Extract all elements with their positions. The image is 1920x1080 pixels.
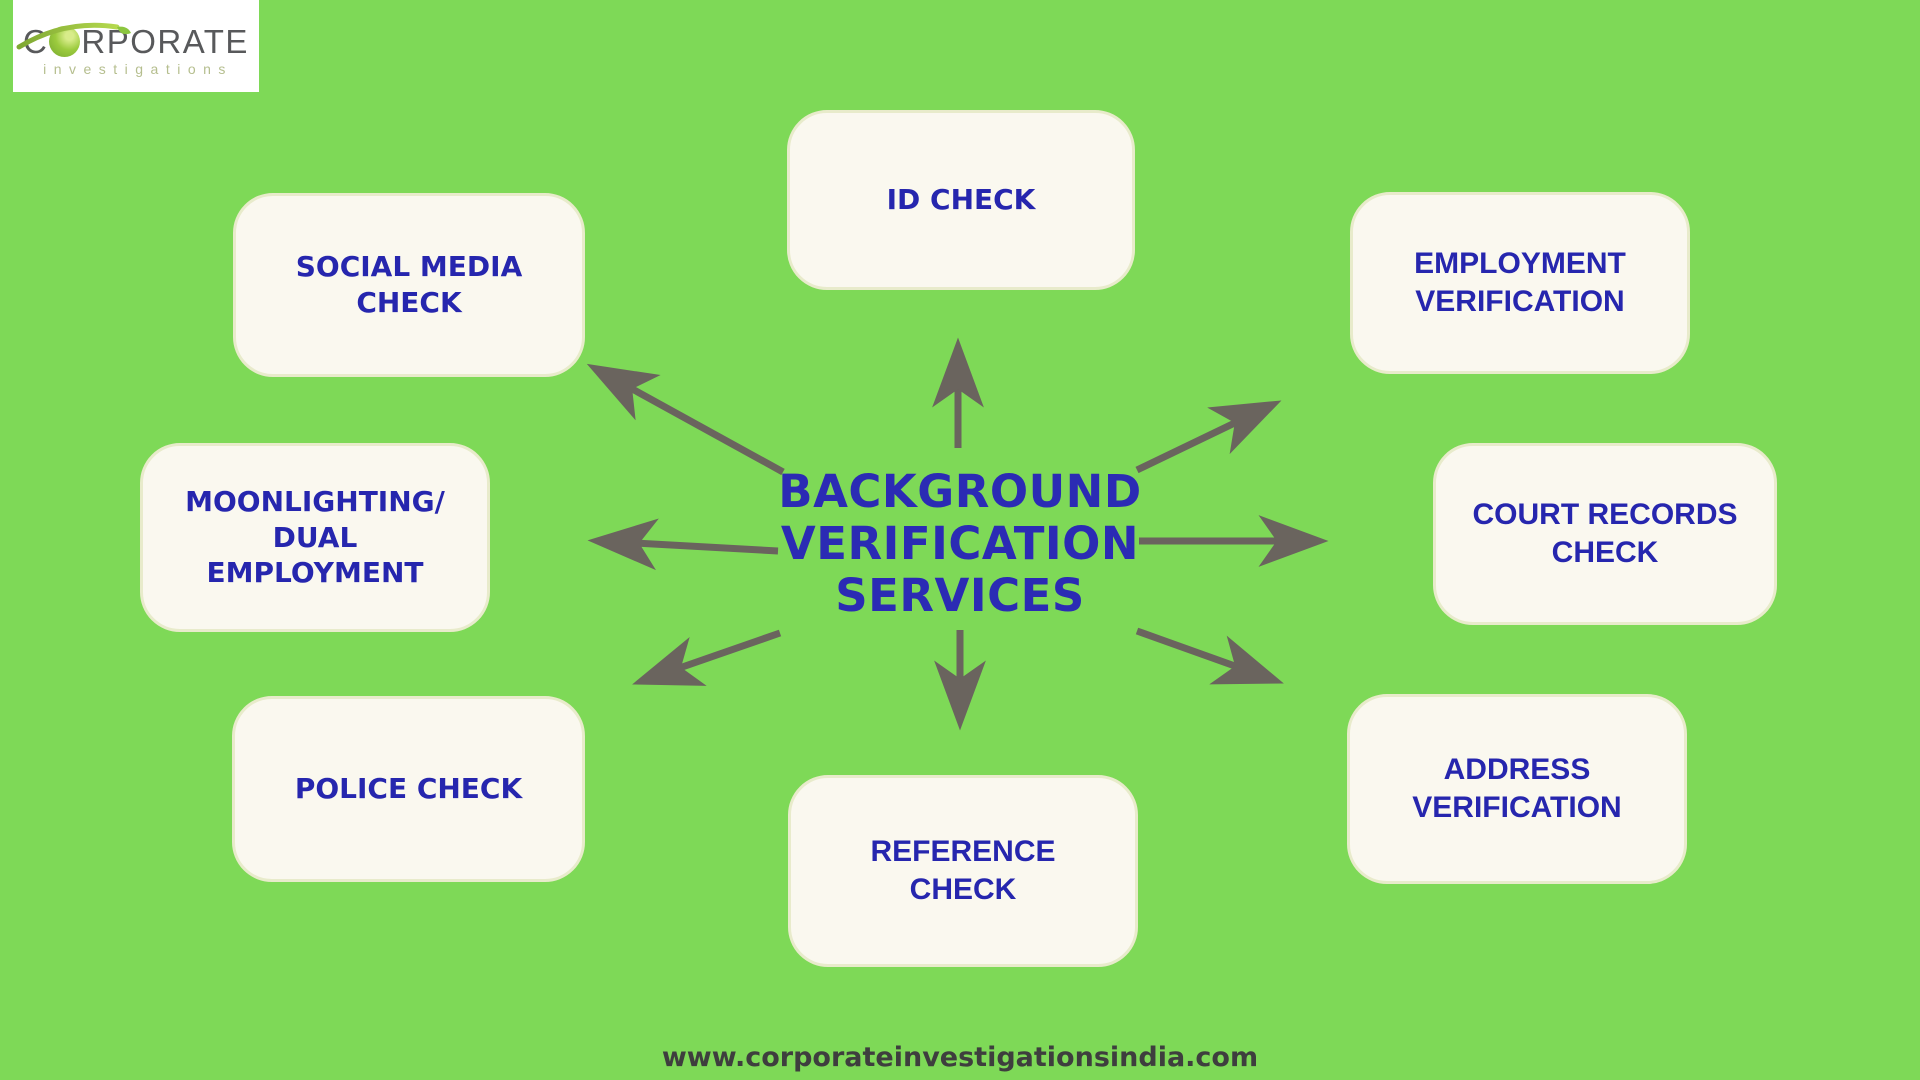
logo-eye-icon: O [49,26,81,57]
node-label: COURT RECORDS CHECK [1472,497,1738,569]
arrow-to-employment-verification [1135,400,1282,474]
corporate-investigations-logo: C O RPORATE investigations [13,0,259,92]
node-court-records-check: COURT RECORDS CHECK [1427,443,1783,634]
arrow-to-social-media-check [586,363,785,476]
logo-text-suffix: RPORATE [81,23,249,60]
node-social-media-check: SOCIAL MEDIA CHECK [227,193,591,386]
logo-text-prefix: C [23,23,49,60]
node-employment-verification: EMPLOYMENT VERIFICATION [1344,192,1696,383]
arrow-to-police-check [632,629,782,686]
node-reference-check: REFERENCE CHECK [782,775,1144,976]
arrow-to-address-verification [1135,627,1284,685]
logo-brand: C O RPORATE [16,22,249,60]
node-id-check: ID CHECK [781,110,1141,299]
node-label: MOONLIGHTING/ DUAL EMPLOYMENT [185,484,445,590]
node-label: REFERENCE CHECK [870,834,1056,906]
website-url: www.corporateinvestigationsindia.com [661,1042,1259,1073]
node-label: ADDRESS VERIFICATION [1412,752,1622,824]
node-label: POLICE CHECK [294,772,523,806]
central-title: BACKGROUND VERIFICATION SERVICES [778,465,1142,623]
logo-subtitle: investigations [43,61,233,77]
node-label: ID CHECK [886,183,1036,217]
node-label: EMPLOYMENT VERIFICATION [1414,246,1626,318]
node-label: SOCIAL MEDIA CHECK [295,250,523,319]
node-police-check: POLICE CHECK [226,696,591,891]
node-address-verification: ADDRESS VERIFICATION [1341,694,1693,893]
node-moonlighting-dual-employment: MOONLIGHTING/ DUAL EMPLOYMENT [134,443,496,641]
